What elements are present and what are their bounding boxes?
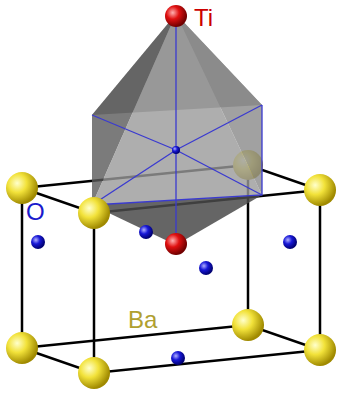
tio6-octahedron: [92, 14, 262, 245]
ba-atoms: [6, 172, 336, 389]
atom-label: O: [26, 200, 45, 224]
atom-label: Ti: [194, 6, 213, 30]
atom-label: Ba: [128, 308, 157, 332]
ti-atom: [165, 5, 187, 27]
ti-atom: [165, 233, 187, 255]
o-atoms: [31, 225, 297, 365]
